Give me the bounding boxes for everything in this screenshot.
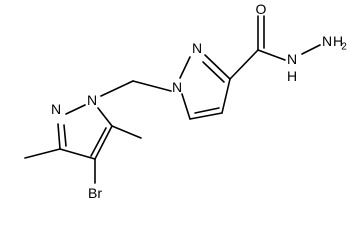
- atom-label-n-top: N: [192, 40, 202, 56]
- bond-n2l-n1l: [65, 104, 86, 115]
- atom-label-nh2-h: H: [333, 33, 343, 49]
- bond-c5l-c4l: [94, 125, 113, 160]
- atom-label-br: Br: [88, 185, 102, 201]
- bond-c5l-c4l-double: [90, 127, 107, 157]
- molecule-svg: N N O N H N H 2 N N Br: [24, 1, 347, 201]
- atom-label-nh-n: N: [287, 51, 297, 67]
- atom-label-n-ring-left-top: N: [51, 101, 61, 117]
- atom-label-nh2-subscript: 2: [341, 42, 347, 53]
- bond-c4l-c3l: [59, 148, 96, 160]
- bond-c5l-methyl: [111, 125, 142, 139]
- bond-n1-c5: [181, 93, 191, 120]
- bond-ch2-n1left: [100, 80, 134, 97]
- atom-label-n-ring-right: N: [172, 79, 182, 95]
- structure-diagram: N N O N H N H 2 N N Br: [24, 1, 347, 201]
- bond-c3l-n2l-double: [63, 124, 67, 147]
- bond-c5-c4-double: [194, 107, 220, 114]
- atom-label-n-ring-left: N: [87, 92, 97, 108]
- bond-c-nh: [257, 49, 286, 61]
- bond-c5-c4: [189, 112, 223, 120]
- bond-c3l-methyl: [24, 148, 61, 159]
- bond-c3-n2: [204, 54, 231, 80]
- bond-c3l-n2l: [57, 123, 61, 150]
- bond-n1-ch2: [132, 80, 172, 92]
- bond-n1l-c5l: [97, 107, 113, 127]
- atom-label-nh2-n: N: [322, 33, 332, 49]
- bond-n2-n1: [179, 56, 191, 79]
- bond-nh-nh2: [301, 44, 321, 55]
- bond-c4-c3: [221, 78, 231, 114]
- atom-label-o: O: [256, 1, 267, 17]
- bond-c3-ccarbonyl: [229, 49, 259, 80]
- bond-c3-n2-double: [202, 61, 225, 83]
- atom-label-nh-h: H: [287, 68, 297, 84]
